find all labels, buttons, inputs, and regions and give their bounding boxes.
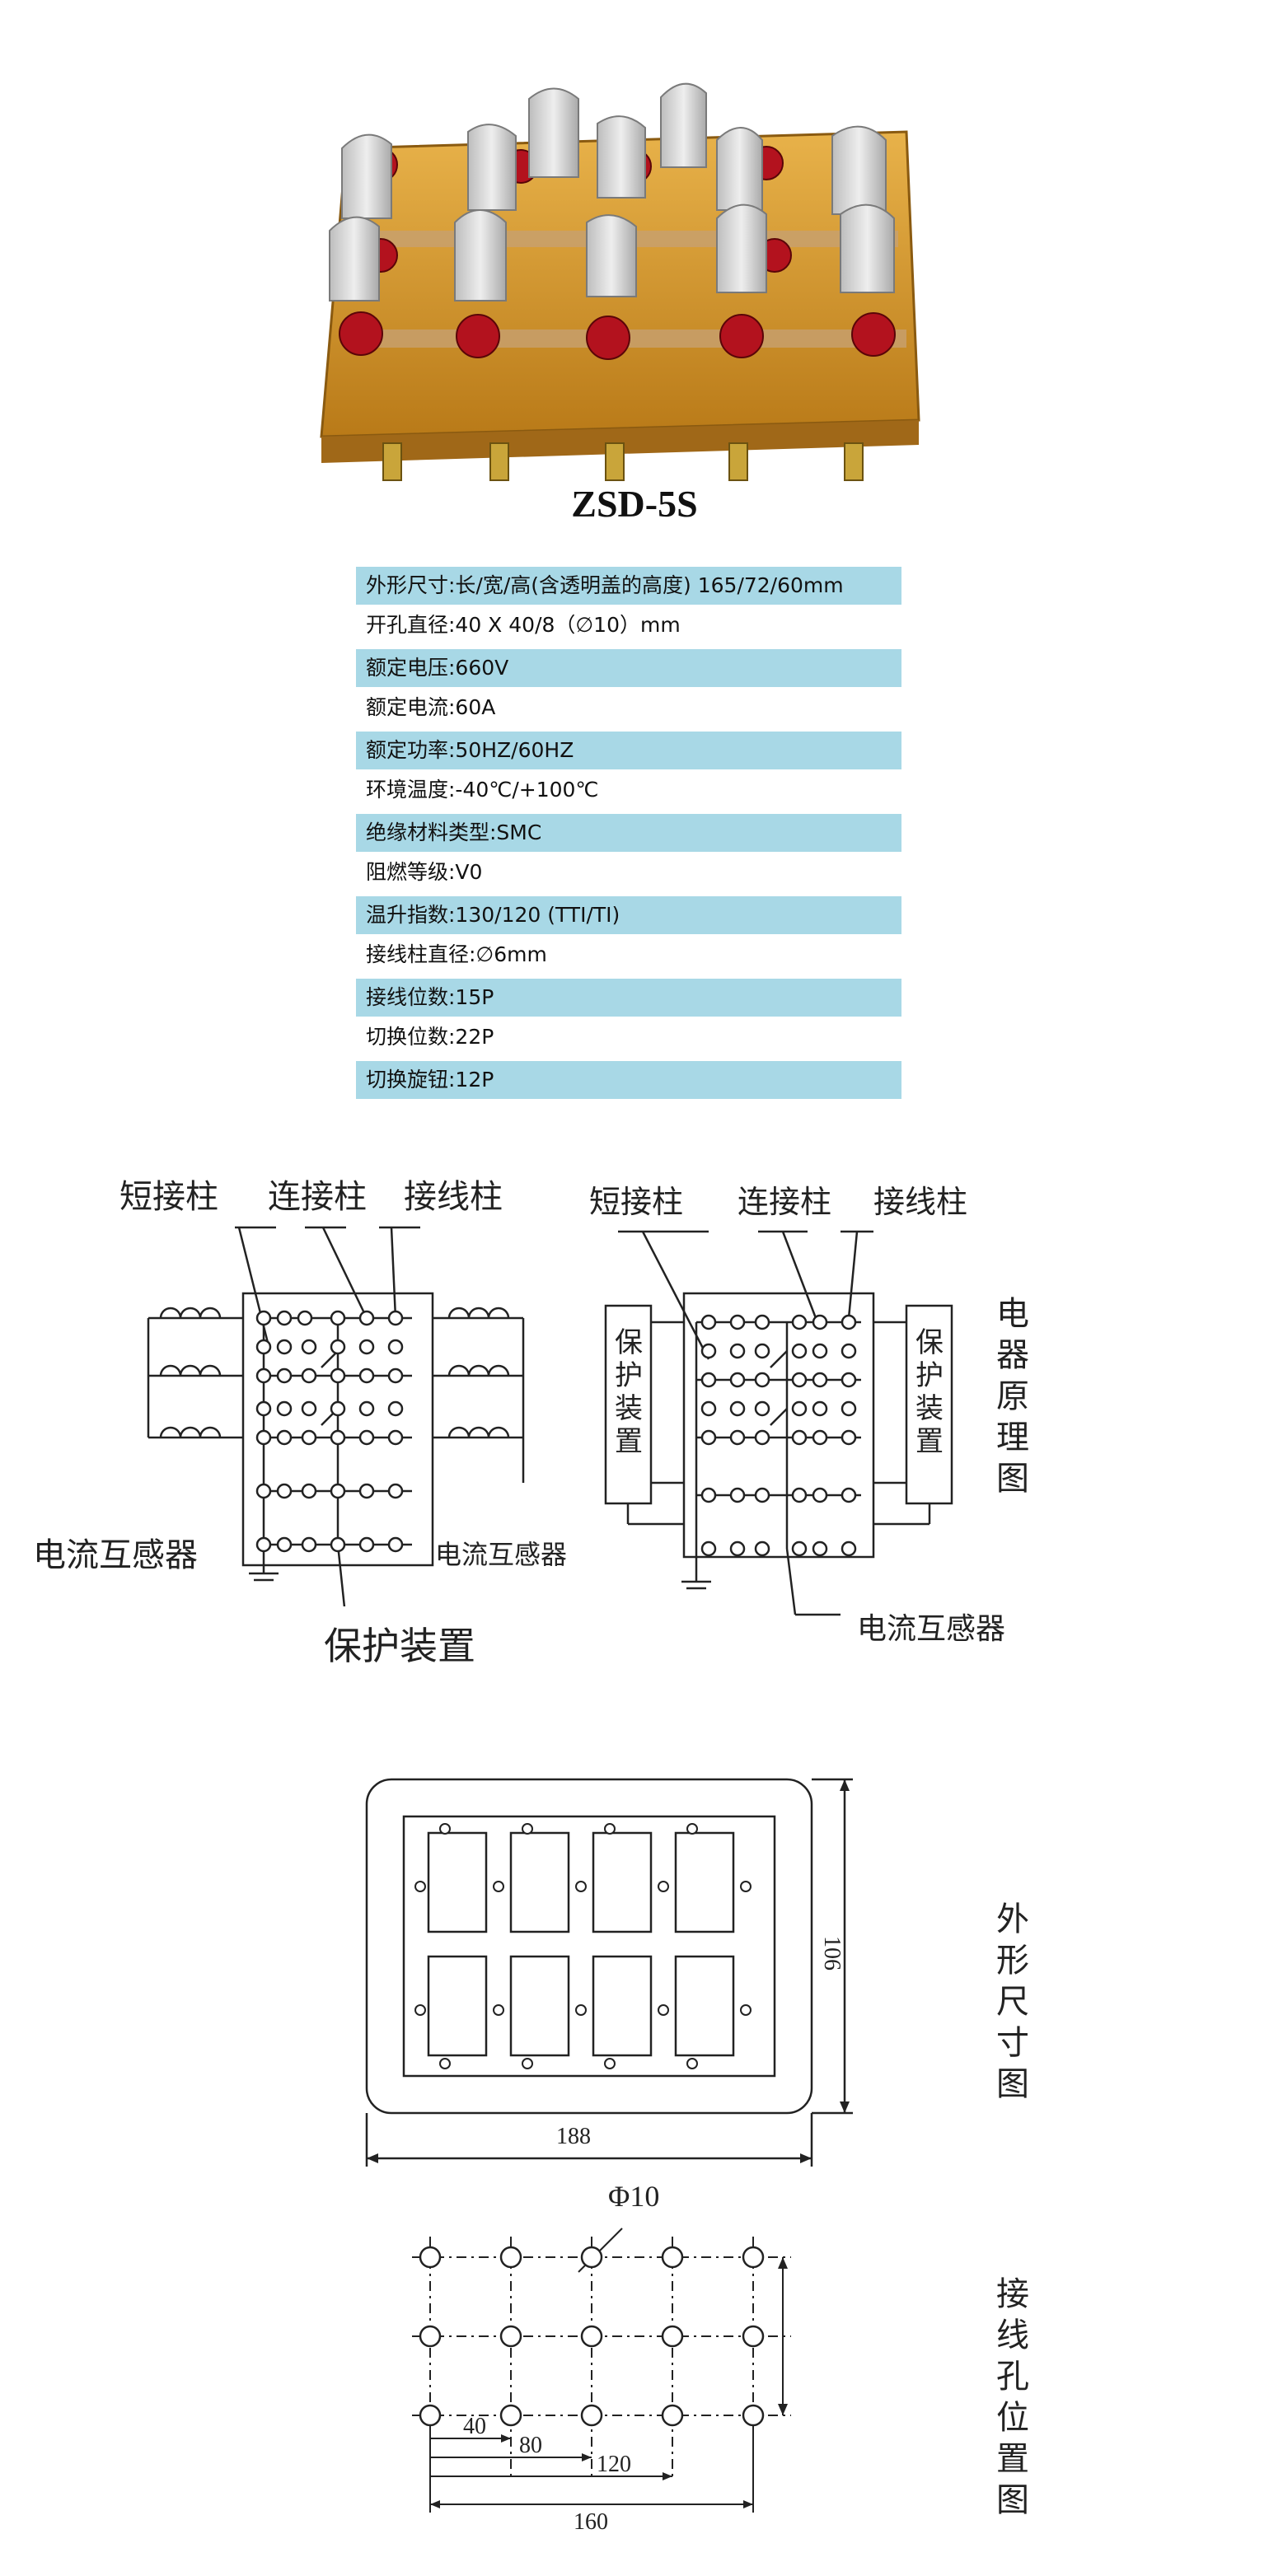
- schematic-left-protection-label: 保护装置: [324, 1624, 475, 1668]
- schematic-right-protection-left-label: 保护装置: [615, 1326, 643, 1458]
- spec-row: 额定功率:50HZ/60HZ: [356, 730, 901, 771]
- schematic-left-diagram: [147, 1226, 525, 1606]
- schematic-right-terminal-post-label: 接线柱: [873, 1184, 968, 1220]
- spec-row: 接线位数:15P: [356, 977, 901, 1018]
- hole-dim-40: 40: [463, 2414, 486, 2439]
- schematic-right-diagram: [604, 1230, 953, 1616]
- spec-row: 阻燃等级:V0: [366, 860, 483, 884]
- schematic-right-short-post-label: 短接柱: [589, 1184, 684, 1220]
- spec-row: 接线柱直径:∅6mm: [366, 942, 547, 966]
- schematic-left-ct-left-label: 电流互感器: [33, 1536, 198, 1574]
- spec-row: 额定电压:660V: [356, 648, 901, 689]
- spec-row: 切换位数:22P: [366, 1025, 494, 1049]
- spec-row: 额定电流:60A: [366, 695, 496, 719]
- hole-diameter-label: Φ10: [608, 2180, 660, 2213]
- spec-row: 绝缘材料类型:SMC: [356, 812, 901, 853]
- schematic-side-title: 电器原理图: [996, 1295, 1029, 1498]
- schematic-left-link-post-label: 连接柱: [268, 1178, 367, 1216]
- hole-dim-160: 160: [574, 2509, 608, 2535]
- spec-table: 外形尺寸:长/宽/高(含透明盖的高度) 165/72/60mm 开孔直径:40 …: [356, 565, 901, 1101]
- spec-row: 环境温度:-40℃/+100℃: [366, 778, 599, 802]
- spec-row: 外形尺寸:长/宽/高(含透明盖的高度) 165/72/60mm: [356, 565, 901, 606]
- schematic-left-ct-right-label: 电流互感器: [435, 1539, 568, 1570]
- outline-height-dim: 106: [819, 1936, 845, 1971]
- schematic-right-ct-label: 电流互感器: [857, 1612, 1006, 1646]
- hole-dim-80: 80: [519, 2433, 542, 2458]
- schematic-right-protection-right-label: 保护装置: [915, 1326, 944, 1458]
- product-model: ZSD-5S: [571, 483, 698, 525]
- spec-row: 切换旋钮:12P: [356, 1059, 901, 1101]
- hole-side-title: 接线孔位置图: [996, 2275, 1029, 2519]
- schematic-left-short-post-label: 短接柱: [119, 1178, 218, 1216]
- schematic-left-terminal-post-label: 接线柱: [404, 1178, 503, 1216]
- product-photo: [320, 82, 920, 481]
- spec-row: 温升指数:130/120 (TTI/TI): [356, 895, 901, 936]
- outline-width-dim: 188: [556, 2124, 591, 2149]
- hole-dim-120: 120: [597, 2452, 631, 2477]
- hole-position-drawing: [412, 2228, 791, 2513]
- spec-row: 开孔直径:40 X 40/8（∅10）mm: [366, 613, 681, 637]
- outline-drawing: [365, 1778, 853, 2167]
- schematic-right-link-post-label: 连接柱: [738, 1184, 832, 1220]
- outline-side-title: 外形尺寸图: [996, 1900, 1029, 2103]
